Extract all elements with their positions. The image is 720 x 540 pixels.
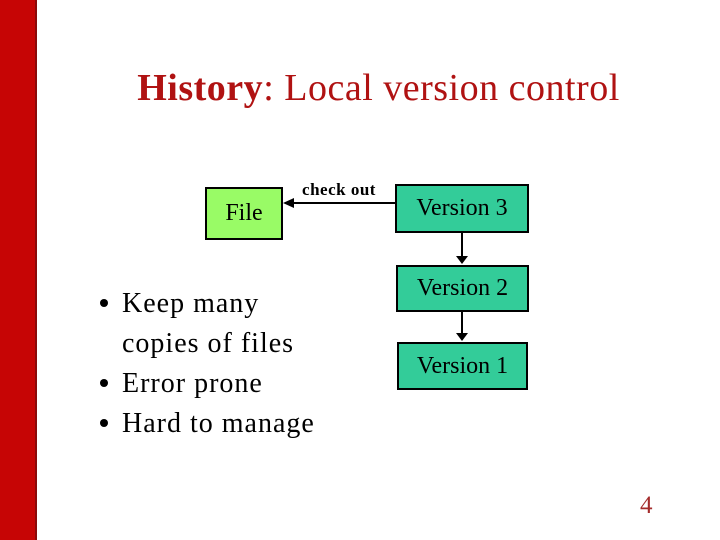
page-number: 4 (640, 492, 653, 519)
bullet-text: Hard to manage (122, 408, 315, 439)
bullet-text: Keep many copies of files (122, 288, 295, 359)
version3-box: Version 3 (395, 184, 529, 233)
version2-label: Version 2 (416, 275, 509, 301)
slide-title: History: Local version control (37, 62, 720, 114)
version1-box: Version 1 (397, 342, 528, 390)
slide-title-emphasis: History (137, 67, 264, 109)
arrowhead-v3-v2-icon (456, 256, 468, 264)
bullet-text: Error prone (122, 368, 263, 399)
accent-bar (0, 0, 37, 540)
file-box: File (205, 187, 283, 240)
bullet-list: Keep many copies of files Error prone Ha… (100, 284, 392, 444)
version1-label: Version 1 (416, 352, 509, 379)
arrow-line-v2-v1 (461, 312, 463, 335)
list-item: Hard to manage (100, 404, 392, 444)
checkout-label: check out (302, 180, 376, 199)
arrowhead-v2-v1-icon (456, 333, 468, 341)
slide-title-rest: : Local version control (263, 67, 620, 109)
checkout-arrowhead-icon (283, 198, 294, 208)
file-box-label: File (225, 200, 263, 226)
bullet-icon (100, 299, 108, 307)
version3-label: Version 3 (416, 195, 508, 221)
bullet-icon (100, 419, 108, 427)
checkout-arrow-line (293, 202, 395, 204)
list-item: Keep many copies of files (100, 284, 392, 364)
version2-box: Version 2 (396, 265, 529, 312)
bullet-icon (100, 379, 108, 387)
arrow-line-v3-v2 (461, 233, 463, 258)
list-item: Error prone (100, 364, 392, 404)
